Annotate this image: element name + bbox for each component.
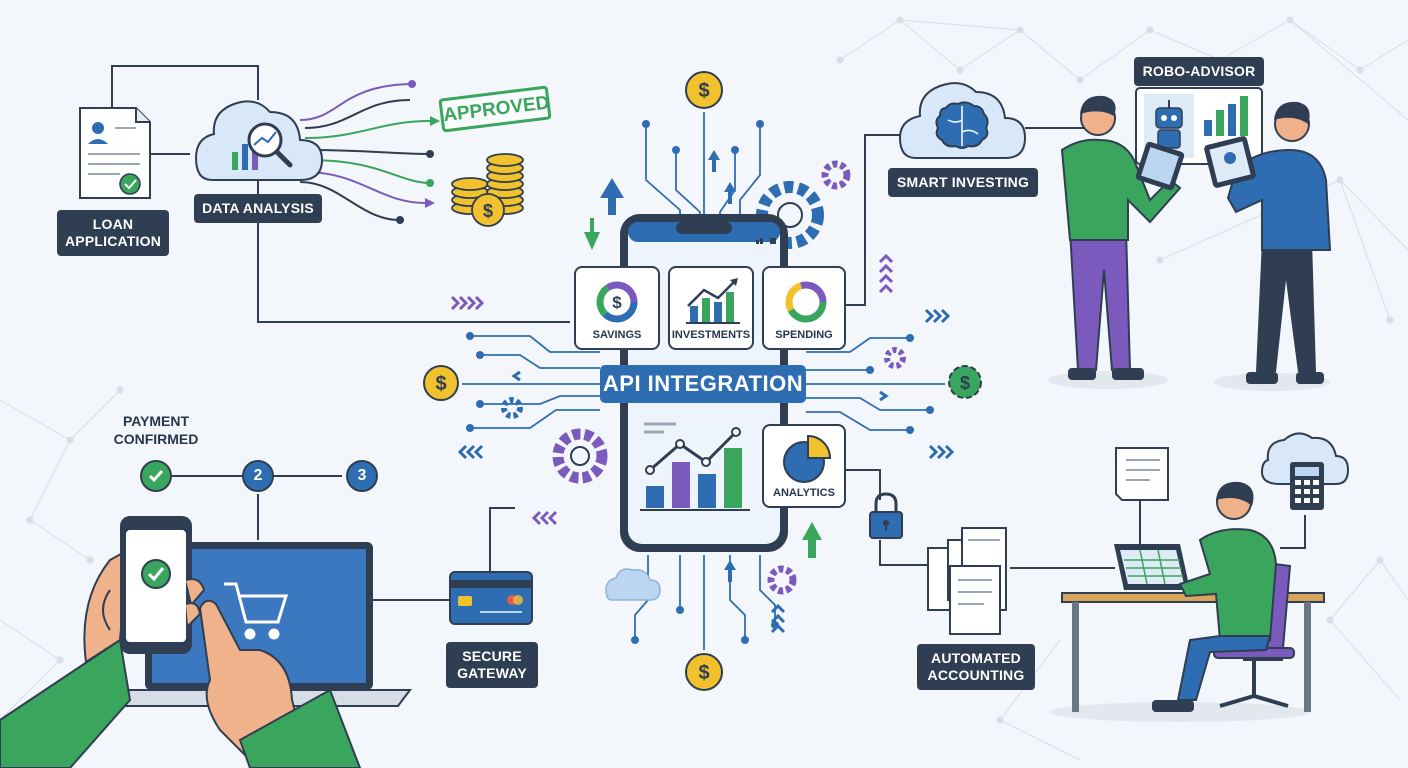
svg-text:$: $: [612, 293, 622, 312]
step-2: 2: [242, 460, 274, 492]
hand-with-phone: [0, 516, 206, 768]
loan-flow-connectors: [111, 65, 570, 323]
circuit-endpoints: [466, 120, 934, 644]
svg-text:$: $: [698, 80, 709, 102]
spending-card[interactable]: SPENDING: [762, 266, 846, 350]
analytics-card[interactable]: ANALYTICS: [762, 424, 846, 508]
document-icon: [79, 107, 151, 199]
person-at-desk: [1152, 481, 1278, 712]
investments-card[interactable]: INVESTMENTS: [668, 266, 754, 350]
small-cloud-icon: [605, 568, 661, 601]
analytics-label: ANALYTICS: [773, 487, 835, 499]
svg-text:$: $: [435, 373, 446, 395]
magnifier-icon: [247, 122, 293, 168]
pie-chart-icon: [783, 434, 832, 483]
smart-investing-label: SMART INVESTING: [888, 168, 1038, 197]
step-1-check: [140, 460, 172, 492]
arrow-icon: [584, 150, 822, 582]
receipt-icon: [927, 447, 1169, 635]
right-connectors: [845, 127, 1306, 569]
automated-accounting-label: AUTOMATED ACCOUNTING: [917, 644, 1035, 690]
coin-symbols: $ $ $: [435, 80, 709, 684]
data-analysis-label: DATA ANALYSIS: [194, 194, 322, 223]
coin-stack-icon: [451, 153, 524, 227]
svg-text:$: $: [960, 373, 970, 393]
savings-label: SAVINGS: [592, 329, 642, 341]
person-green-shirt: [1048, 95, 1182, 389]
savings-card[interactable]: $ SAVINGS: [574, 266, 660, 350]
svg-text:$: $: [698, 662, 709, 684]
line-chart-icon: [640, 422, 750, 511]
chevron-arrows: [450, 253, 955, 634]
step-3: 3: [346, 460, 378, 492]
api-integration-banner: API INTEGRATION: [600, 365, 806, 403]
payment-confirmed-label: PAYMENT CONFIRMED: [113, 413, 199, 447]
bar-chart-icon: [686, 278, 740, 324]
pointing-hand: [198, 599, 362, 768]
dollar-sign: $: [483, 201, 493, 221]
check-icon: [148, 470, 164, 483]
donut-chart-icon: [785, 281, 827, 323]
calculator-icon: [1260, 432, 1350, 510]
robo-advisor-label: ROBO-ADVISOR: [1134, 57, 1264, 86]
credit-card-icon: [449, 571, 533, 625]
brain-icon: [898, 82, 1027, 159]
shopping-cart-icon: [224, 582, 289, 640]
dollar-gear-icon: $: [948, 365, 982, 399]
analysis-line-endpoints: [396, 80, 440, 224]
investments-label: INVESTMENTS: [671, 329, 751, 341]
donut-chart-icon: $: [596, 281, 638, 323]
loan-application-label: LOAN APPLICATION: [57, 210, 169, 256]
analysis-output-lines: [299, 83, 431, 221]
monitor-icon: [1114, 544, 1190, 590]
tablet-icon: [1135, 136, 1256, 191]
lock-icon: [869, 492, 903, 539]
dollar-coin-icon: [423, 71, 723, 691]
secure-gateway-label: SECURE GATEWAY: [446, 642, 538, 688]
spending-label: SPENDING: [775, 329, 833, 341]
